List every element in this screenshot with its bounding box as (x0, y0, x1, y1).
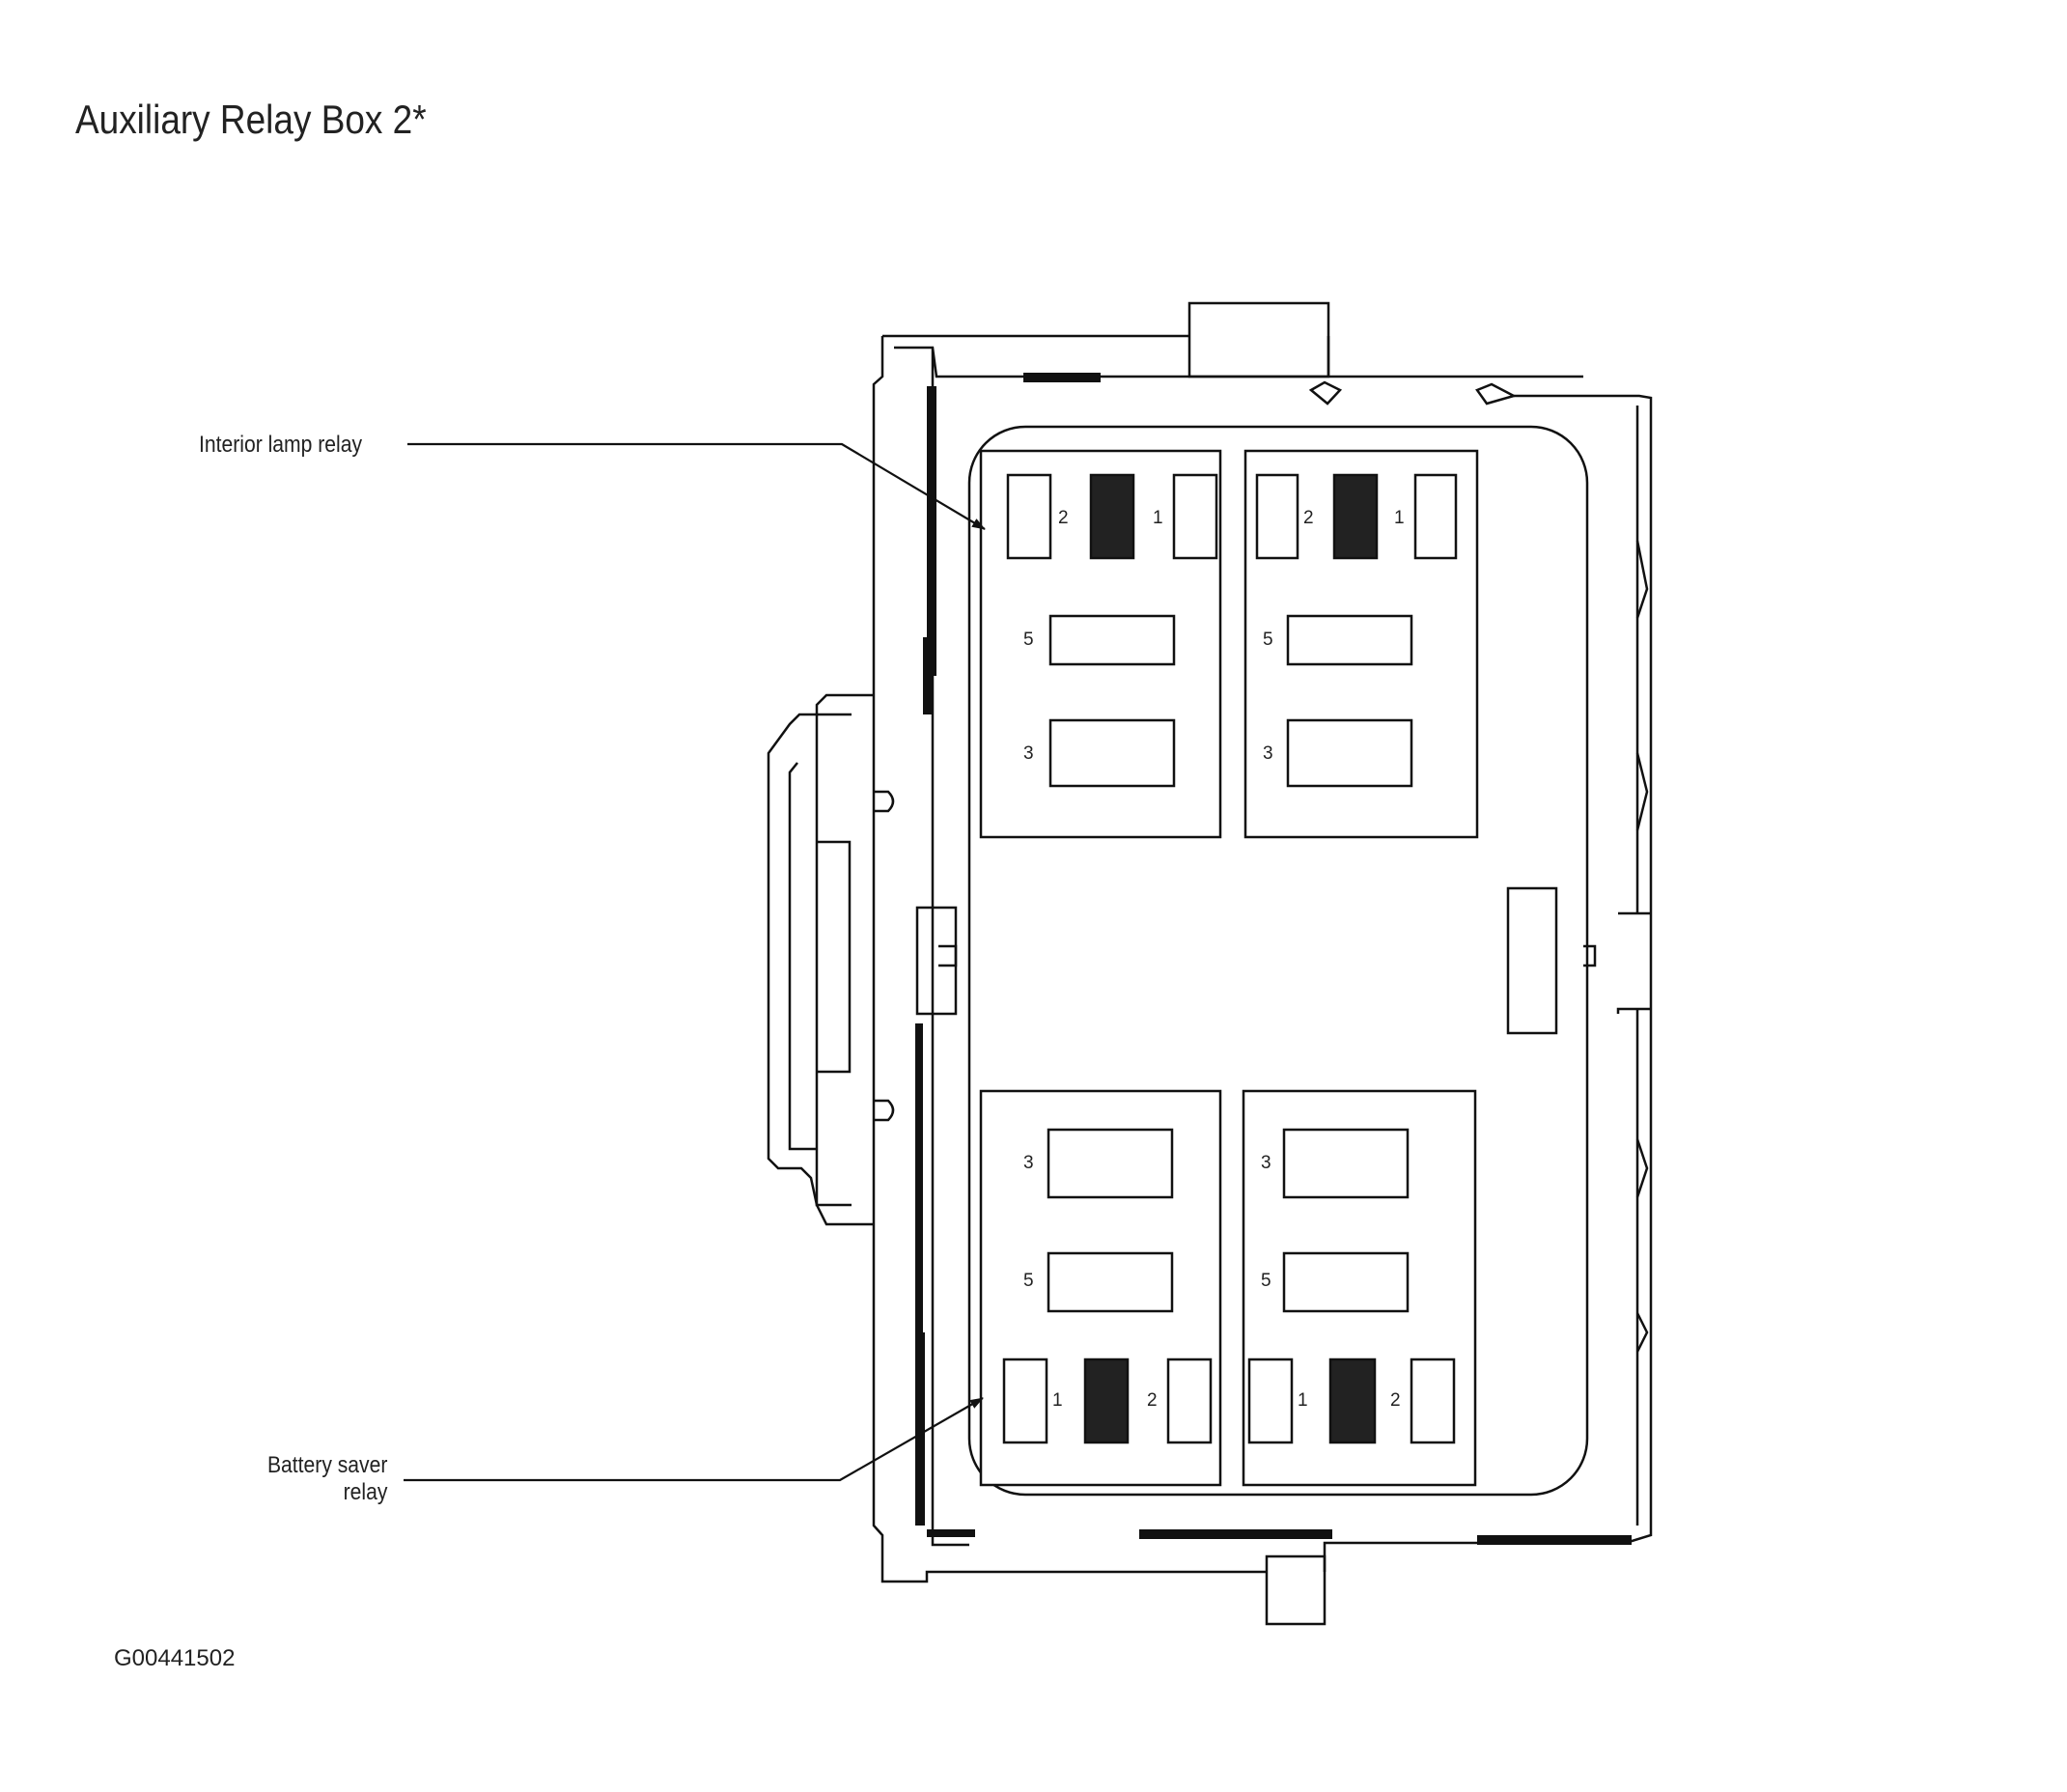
relay-bottom-right (1242, 1089, 1477, 1487)
pin-label: 3 (1263, 743, 1273, 764)
pin-label: 5 (1261, 1271, 1271, 1291)
top-connector-tab (1187, 301, 1330, 378)
bottom-connector-tab (1265, 1554, 1327, 1626)
inner-panel (967, 425, 1589, 1497)
battery-saver-relay-label: Battery saver relay (267, 1452, 387, 1506)
pin-label: 1 (1298, 1390, 1308, 1411)
pin-label: 1 (1153, 508, 1163, 528)
battery-saver-relay-leader (404, 1397, 984, 1482)
interior-lamp-relay-leader (407, 442, 986, 530)
diagram-title: Auxiliary Relay Box 2* (75, 97, 427, 142)
battery-saver-relay-label-line1: Battery saver (266, 1452, 387, 1478)
relay-box-housing (767, 301, 1653, 1626)
gasket-strips (915, 373, 1632, 1545)
figure-code: G00441502 (114, 1645, 236, 1671)
pin-label: 2 (1303, 508, 1314, 528)
pin-label: 3 (1023, 1153, 1034, 1173)
battery-saver-relay-label-line2: relay (343, 1479, 387, 1505)
pin-label: 1 (1394, 508, 1405, 528)
relay-top-left (979, 449, 1222, 839)
pin-label: 1 (1052, 1390, 1063, 1411)
pin-label: 5 (1023, 630, 1034, 650)
side-terminal-block (1506, 886, 1558, 1035)
pin-label: 5 (1023, 1271, 1034, 1291)
interior-lamp-relay-label: Interior lamp relay (199, 432, 363, 458)
pin-label: 2 (1147, 1390, 1158, 1411)
pin-label: 2 (1058, 508, 1069, 528)
pin-label: 3 (1261, 1153, 1271, 1173)
relay-bottom-left (979, 1089, 1222, 1487)
pin-label: 2 (1390, 1390, 1401, 1411)
pin-label: 5 (1263, 630, 1273, 650)
leader-lines (404, 442, 986, 1482)
pin-label: 3 (1023, 743, 1034, 764)
relay-top-right (1243, 449, 1479, 839)
pin-labels: 2 1 5 3 2 1 5 3 3 5 1 2 3 5 1 2 (1023, 508, 1405, 1411)
